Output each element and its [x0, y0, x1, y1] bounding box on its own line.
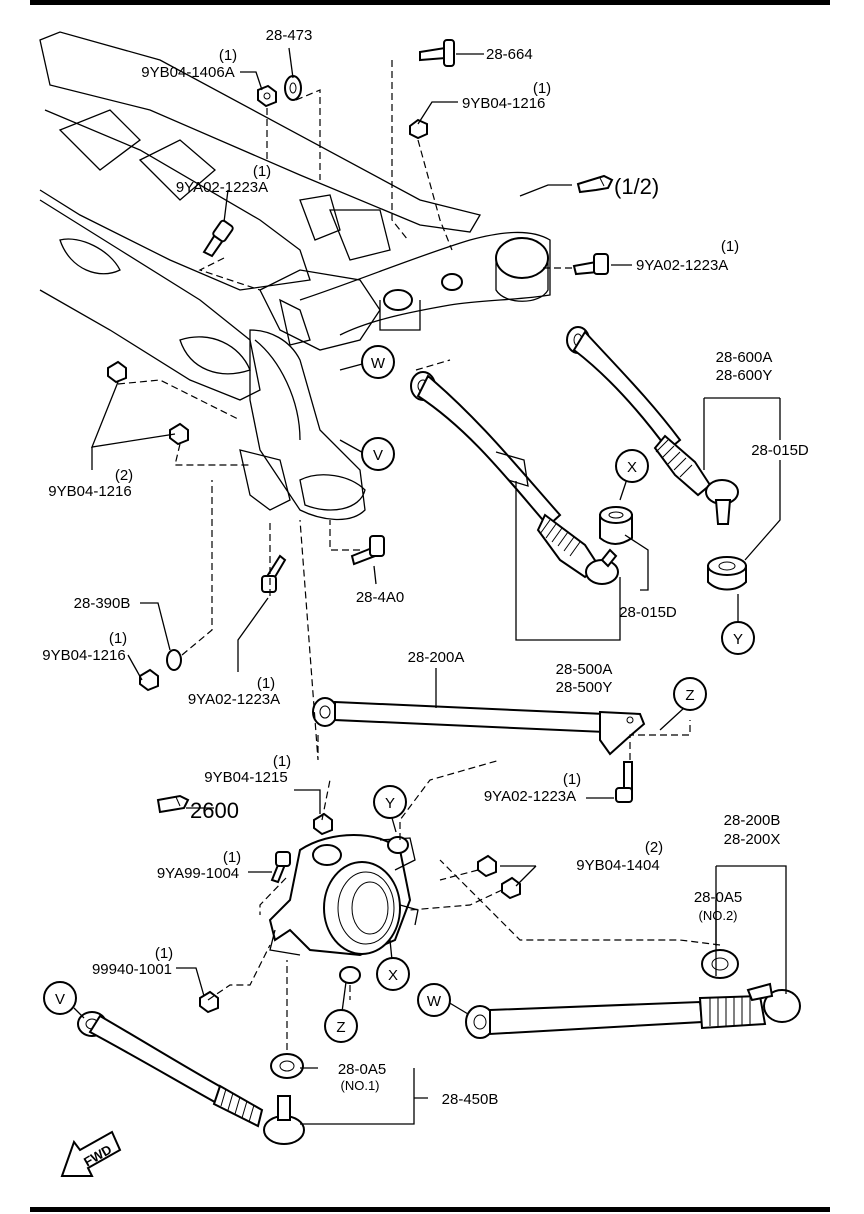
bottom-border	[30, 1207, 830, 1212]
bushing-28-015d-y	[707, 556, 747, 591]
part-9ya02-1223a-4: 9YA02-1223A	[484, 788, 576, 805]
svg-text:Y: Y	[385, 795, 395, 812]
part-9yb04-1404: 9YB04-1404	[576, 857, 659, 874]
part-28-500a: 28-500A	[556, 661, 613, 678]
part-28-4a0: 28-4A0	[356, 589, 404, 606]
callout-w-upper: W	[361, 345, 395, 379]
ref-1-2: (1/2)	[614, 174, 659, 199]
part-28-200a: 28-200A	[408, 649, 465, 666]
control-arm-28-600a	[566, 326, 739, 525]
callout-x-upper: X	[615, 449, 649, 483]
part-28-015d-mid: 28-015D	[619, 604, 677, 621]
link-28-200a	[312, 697, 646, 803]
qty-9yb04-1404: (2)	[645, 839, 663, 856]
qty-9ya02-1223a-3: (1)	[257, 675, 275, 692]
callout-x-knuckle: X	[376, 957, 410, 991]
fwd-arrow: FWD	[60, 1130, 122, 1177]
svg-text:V: V	[373, 447, 383, 464]
svg-text:Y: Y	[733, 631, 743, 648]
part-9yb04-1215: 9YB04-1215	[204, 769, 287, 786]
qty-9yb04-1216-low: (1)	[109, 630, 127, 647]
part-9yb04-1216-low: 9YB04-1216	[42, 647, 125, 664]
qty-9ya02-1223a-4: (1)	[563, 771, 581, 788]
part-9yb04-1216-left: 9YB04-1216	[48, 483, 131, 500]
svg-text:Z: Z	[685, 687, 694, 704]
callout-y-upper: Y	[721, 621, 755, 655]
qty-99940-1001: (1)	[155, 945, 173, 962]
hardware-upper	[107, 39, 609, 692]
callout-y-knuckle: Y	[373, 785, 407, 819]
link-28-200b	[465, 949, 801, 1039]
note-no2: (NO.2)	[699, 908, 738, 923]
qty-9yb04-1216-top: (1)	[533, 80, 551, 97]
svg-text:X: X	[388, 967, 398, 984]
part-28-500y: 28-500Y	[556, 679, 613, 696]
part-28-600y: 28-600Y	[716, 367, 773, 384]
note-no1: (NO.1)	[341, 1078, 380, 1093]
part-9yb04-1216-top: 9YB04-1216	[462, 95, 545, 112]
part-9yb04-1406a: 9YB04-1406A	[141, 64, 234, 81]
part-28-015d-right: 28-015D	[751, 442, 809, 459]
part-28-600a: 28-600A	[716, 349, 773, 366]
part-28-200b: 28-200B	[724, 812, 781, 829]
crossmember	[39, 31, 551, 521]
control-arm-28-500a	[410, 371, 619, 585]
part-28-473: 28-473	[266, 27, 313, 44]
qty-9yb04-1406a: (1)	[219, 47, 237, 64]
part-9ya02-1223a-1: 9YA02-1223A	[176, 179, 268, 196]
qty-9ya02-1223a-2: (1)	[721, 238, 739, 255]
callout-z-knuckle: Z	[324, 1009, 358, 1043]
bushing-28-015d-x	[599, 506, 633, 545]
qty-9ya99-1004: (1)	[223, 849, 241, 866]
part-99940-1001: 99940-1001	[92, 961, 172, 978]
knuckle-2600	[199, 812, 521, 1014]
pointing-hand-icon	[576, 174, 614, 194]
part-9ya02-1223a-2: 9YA02-1223A	[636, 257, 728, 274]
callout-v-lower: V	[43, 981, 77, 1015]
callout-v-upper: V	[361, 437, 395, 471]
part-9ya02-1223a-3: 9YA02-1223A	[188, 691, 280, 708]
ref-2600: 2600	[190, 798, 239, 823]
svg-text:W: W	[371, 355, 386, 372]
part-labels: (1) 9YB04-1406A 28-473 28-664 (1) 9YB04-…	[42, 27, 809, 1108]
part-28-390b: 28-390B	[74, 595, 131, 612]
pointing-hand-icon	[156, 794, 190, 814]
leader-lines	[73, 47, 787, 1125]
callout-w-lower: W	[417, 983, 451, 1017]
svg-text:V: V	[55, 991, 65, 1008]
assembly-dash-lines	[117, 60, 721, 1050]
top-border	[30, 0, 830, 5]
svg-text:W: W	[427, 993, 442, 1010]
part-28-664: 28-664	[486, 46, 533, 63]
qty-9yb04-1215: (1)	[273, 753, 291, 770]
part-28-0a5-bot: 28-0A5	[338, 1061, 386, 1078]
callout-z-upper: Z	[673, 677, 707, 711]
qty-9yb04-1216-left: (2)	[115, 467, 133, 484]
part-9ya99-1004: 9YA99-1004	[157, 865, 239, 882]
svg-text:Z: Z	[336, 1019, 345, 1036]
part-28-200x: 28-200X	[724, 831, 781, 848]
part-28-0a5-top: 28-0A5	[694, 889, 742, 906]
svg-text:X: X	[627, 459, 637, 476]
qty-9ya02-1223a-1: (1)	[253, 163, 271, 180]
part-28-450b: 28-450B	[442, 1091, 499, 1108]
arm-28-450b	[77, 1011, 305, 1145]
